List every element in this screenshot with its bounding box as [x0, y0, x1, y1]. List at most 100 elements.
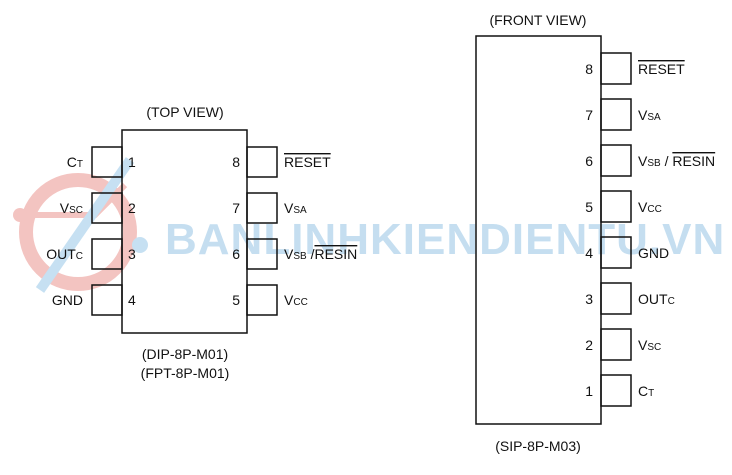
- pin-number: 6: [585, 153, 593, 169]
- pin-lead: [600, 328, 632, 361]
- dip-pin-6: 6 VSB /RESIN: [232, 238, 357, 270]
- pin-lead: [91, 192, 123, 224]
- pin-label-text: V: [638, 199, 648, 215]
- pin-label-text: RESIN: [672, 153, 715, 169]
- pin-label-text: V: [638, 337, 648, 353]
- pin-number: 7: [585, 107, 593, 123]
- pin-lead: [91, 146, 123, 178]
- pin-lead: [600, 144, 632, 177]
- dip-title: (TOP VIEW): [146, 104, 223, 120]
- pin-label: VSC: [60, 200, 83, 216]
- pin-label-subscript: T: [648, 388, 654, 399]
- pin-label-subscript: SC: [647, 342, 661, 353]
- pin-label-subscript: SB: [293, 251, 307, 262]
- pin-lead: [246, 238, 278, 270]
- pin-lead: [600, 52, 632, 85]
- pin-lead: [91, 284, 123, 316]
- pin-number: 5: [232, 292, 240, 308]
- pin-label-text: /: [307, 246, 315, 262]
- pin-label-text: OUT: [46, 246, 76, 262]
- pin-label-text: C: [638, 383, 648, 399]
- watermark-logo: [13, 157, 148, 293]
- sip-pin-7: 7 VSA: [585, 98, 661, 131]
- pin-number: 2: [585, 337, 593, 353]
- pin-label-text: OUT: [638, 291, 668, 307]
- dip-pin-2: 2 VSC: [60, 192, 136, 224]
- pin-number: 3: [585, 291, 593, 307]
- dip-pin-8: 8 RESET: [232, 146, 331, 178]
- pin-lead: [246, 146, 278, 178]
- pin-number: 4: [585, 245, 593, 261]
- sip-pin-6: 6 VSB / RESIN: [585, 144, 715, 177]
- pin-number: 8: [232, 154, 240, 170]
- pin-number: 6: [232, 246, 240, 262]
- pin-label-text: GND: [638, 245, 669, 261]
- pin-label-subscript: T: [77, 159, 83, 170]
- fpt-package-name: (FPT-8P-M01): [141, 365, 230, 381]
- pin-label: RESET: [638, 61, 685, 77]
- pin-lead: [600, 282, 632, 315]
- dip-pin-4: 4 GND: [52, 284, 136, 316]
- pin-label-text: V: [638, 153, 648, 169]
- pin-label: GND: [52, 292, 83, 308]
- pin-number: 3: [128, 246, 136, 262]
- pin-label: RESET: [284, 154, 331, 170]
- sip-pin-2: 2 VSC: [585, 328, 661, 361]
- pin-label: CT: [638, 383, 654, 399]
- pin-label-text: C: [67, 154, 77, 170]
- pin-label-subscript: SB: [647, 158, 661, 169]
- sip-pin-8: 8 RESET: [585, 52, 685, 85]
- pin-label-subscript: C: [668, 296, 675, 307]
- pin-label: CT: [67, 154, 83, 170]
- pin-lead: [600, 190, 632, 223]
- pin-label-text: V: [60, 200, 70, 216]
- pin-label: VCC: [284, 292, 308, 308]
- pin-label: VSA: [284, 200, 307, 216]
- sip-pin-5: 5 VCC: [585, 190, 662, 223]
- pin-number: 5: [585, 199, 593, 215]
- pin-lead: [91, 238, 123, 270]
- pin-number: 8: [585, 61, 593, 77]
- pin-label-text: V: [638, 107, 648, 123]
- pin-label: VSA: [638, 107, 661, 123]
- pin-label-text: RESIN: [314, 246, 357, 262]
- pin-label: VSC: [638, 337, 661, 353]
- dip-package-name: (DIP-8P-M01): [142, 346, 228, 362]
- pin-label-subscript: SA: [293, 205, 307, 216]
- dip-pin-5: 5 VCC: [232, 284, 308, 316]
- pin-label: OUTC: [46, 246, 83, 262]
- pin-label-subscript: C: [76, 251, 83, 262]
- watermark: BANLINHKIENDIENTU.VN: [13, 157, 724, 293]
- pin-label-subscript: SA: [647, 112, 661, 123]
- pin-label-text: V: [284, 246, 294, 262]
- pin-lead: [600, 374, 632, 407]
- pin-number: 1: [128, 154, 136, 170]
- sip-package-name: (SIP-8P-M03): [495, 438, 581, 454]
- pin-number: 1: [585, 383, 593, 399]
- pin-label-text: GND: [52, 292, 83, 308]
- pin-lead: [600, 98, 632, 131]
- pin-number: 2: [128, 200, 136, 216]
- dip-body: [121, 129, 248, 334]
- pin-label-text: RESET: [284, 154, 331, 170]
- pin-label: VCC: [638, 199, 662, 215]
- pin-lead: [246, 284, 278, 316]
- pin-label-subscript: CC: [293, 297, 307, 308]
- pin-label: VSB /RESIN: [284, 246, 357, 262]
- sip-pin-1: 1 CT: [585, 374, 654, 407]
- sip-pin-3: 3 OUTC: [585, 282, 675, 315]
- pin-label: OUTC: [638, 291, 675, 307]
- sip-body: [475, 35, 602, 425]
- pin-label-subscript: CC: [647, 204, 661, 215]
- pin-number: 4: [128, 292, 136, 308]
- dip-pin-1: 1 CT: [67, 146, 136, 178]
- pin-label-text: V: [284, 200, 294, 216]
- pin-label: VSB / RESIN: [638, 153, 715, 169]
- sip-pin-4: 4 GND: [585, 236, 669, 269]
- pin-label-text: /: [661, 153, 673, 169]
- pin-label-text: RESET: [638, 61, 685, 77]
- sip-title: (FRONT VIEW): [490, 12, 587, 28]
